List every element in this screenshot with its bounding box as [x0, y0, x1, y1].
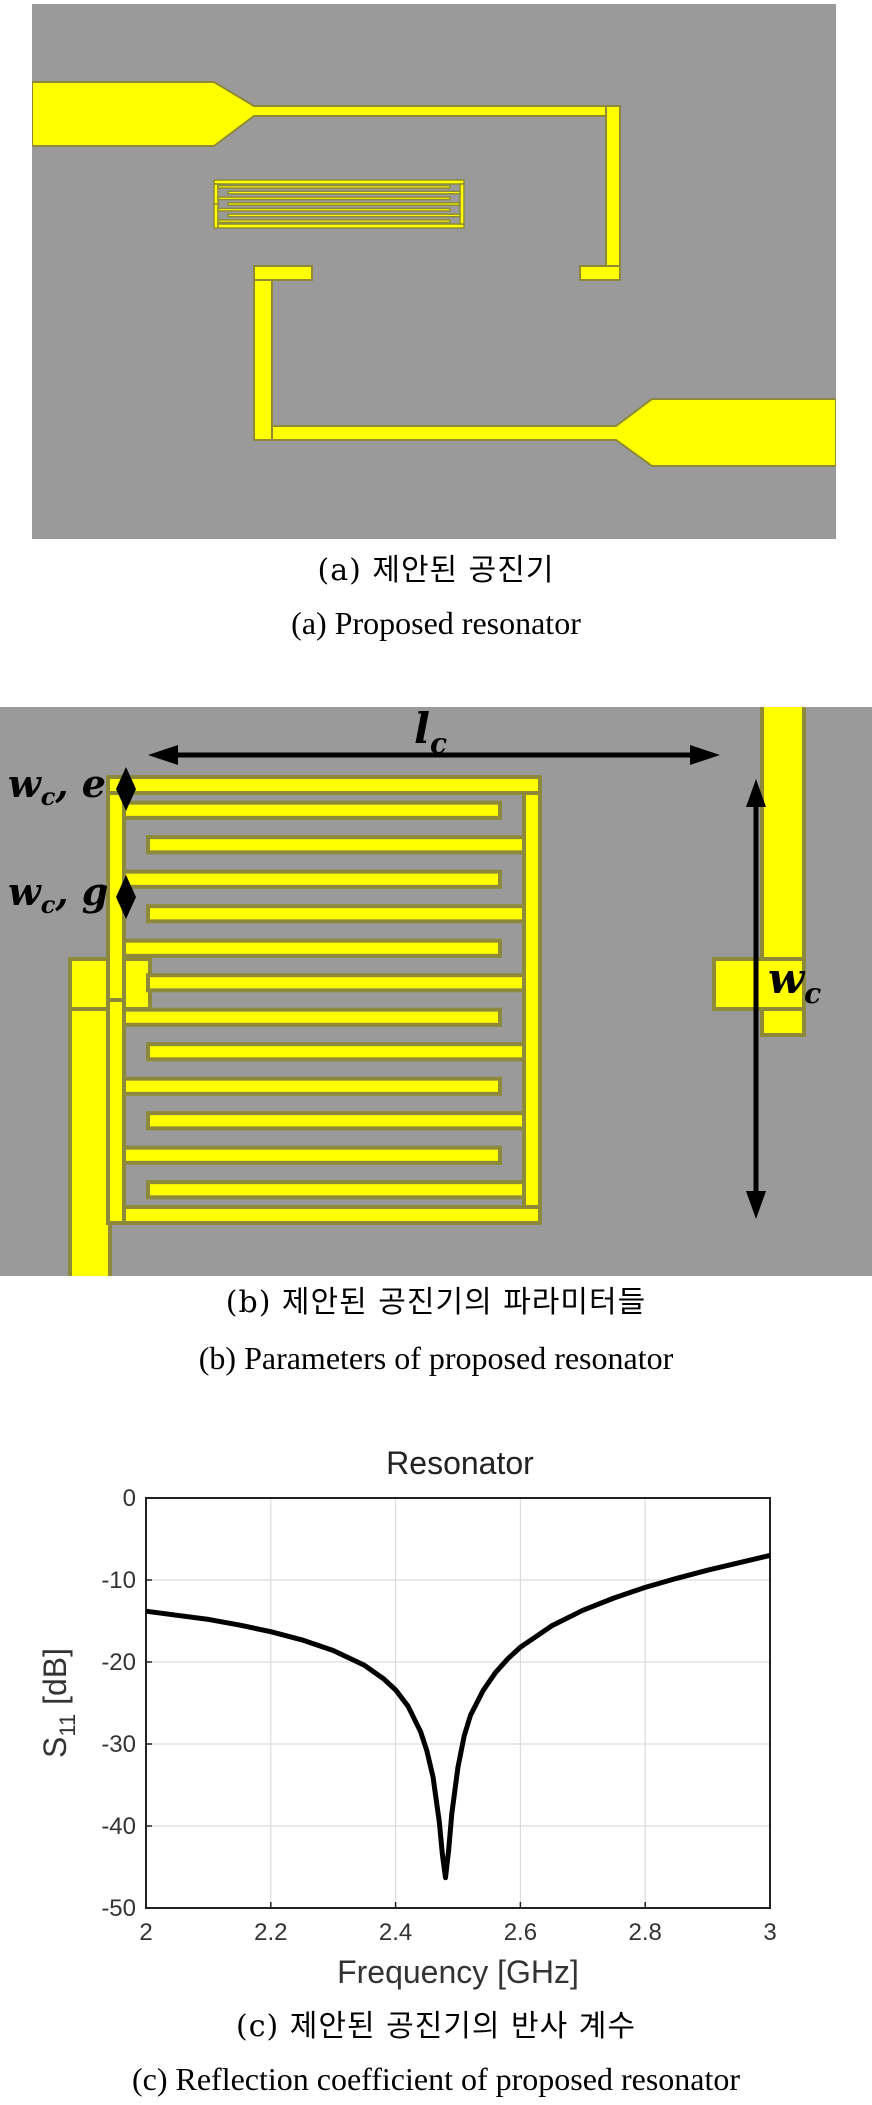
label-lc: lc: [414, 707, 447, 760]
panel-c-chart: Resonator 2 2.2 2.4 2.6 2.8 3 0 -10 -20 -30 -40 -50…: [0, 1440, 872, 2000]
comb-bottom-bar: [213, 223, 465, 229]
comb-bottom-bar: [106, 1205, 542, 1225]
x-tick-label: 2.2: [254, 1919, 287, 1946]
comb-finger: [227, 190, 461, 195]
comb-finger: [122, 1007, 502, 1027]
chart-grid: [145, 1497, 771, 1909]
y-tick-label: -20: [101, 1649, 136, 1676]
comb-finger: [217, 184, 451, 189]
comb-left-spine-lower: [213, 203, 219, 229]
marker-wg: wc, g: [8, 869, 136, 919]
resonator-layout-figure: [31, 4, 837, 539]
comb-finger: [217, 219, 451, 224]
dimension-wc: wc: [746, 779, 821, 1219]
comb-left-spine-lower: [106, 998, 126, 1225]
x-tick-label: 2.8: [629, 1919, 662, 1946]
caption-c-english: (c) Reflection coefficient of proposed r…: [131, 2061, 741, 2097]
comb-finger: [227, 201, 461, 207]
y-axis-label: S11 [dB]: [37, 1648, 80, 1758]
plot-area: [145, 1497, 771, 1909]
comb-finger: [122, 1076, 502, 1096]
caption-b-korean: (b) 제안된 공진기의 파라미터들: [225, 1285, 647, 1320]
caption-a-korean: (a) 제안된 공진기: [317, 553, 555, 588]
bottom-connector-vertical: [253, 265, 273, 441]
marker-we: wc, e: [8, 761, 136, 811]
caption-c-korean: (c) 제안된 공진기의 반사 계수: [236, 2009, 636, 2044]
top-connector-stub: [579, 265, 621, 281]
comb-finger: [146, 1111, 526, 1131]
panel-a-layout: [31, 4, 837, 539]
right-feed-stub: [712, 957, 806, 1011]
label-wc-g: wc, g: [8, 869, 108, 919]
resonator-parameters-figure: lc wc wc, e wc, g: [0, 701, 872, 1291]
caption-b-english: (b) Parameters of proposed resonator: [198, 1340, 674, 1376]
x-tick-label: 3: [763, 1919, 776, 1946]
label-wc: wc: [768, 954, 821, 1010]
comb-finger: [122, 869, 502, 889]
dimension-lc: lc: [148, 704, 720, 765]
y-tick-label: -10: [101, 1567, 136, 1594]
s11-chart: Resonator 2 2.2 2.4 2.6 2.8 3 0 -10 -20 -30 -40 -50…: [37, 1445, 777, 1990]
comb-finger: [146, 904, 526, 924]
chart-title: Resonator: [386, 1445, 534, 1481]
interdigital-capacitor-small: [213, 179, 465, 229]
y-tick-label: 0: [123, 1485, 136, 1512]
x-tick-label: 2: [139, 1919, 152, 1946]
comb-finger: [227, 213, 461, 218]
comb-finger: [217, 207, 451, 212]
label-wc-e: wc, e: [8, 761, 106, 811]
comb-right-spine: [522, 791, 542, 1209]
top-connector-vertical: [605, 105, 621, 281]
chart-ticks: 2 2.2 2.4 2.6 2.8 3 0 -10 -20 -30 -40 -50: [101, 1485, 776, 1946]
comb-finger: [146, 1042, 526, 1062]
comb-finger: [122, 938, 502, 958]
comb-finger: [217, 196, 451, 201]
x-axis-label: Frequency [GHz]: [337, 1954, 579, 1990]
comb-top-bar: [106, 775, 542, 795]
y-tick-label: -30: [101, 1731, 136, 1758]
comb-top-bar: [213, 179, 465, 185]
y-tick-label: -40: [101, 1813, 136, 1840]
comb-finger: [146, 973, 526, 993]
panel-b-parameters: lc wc wc, e wc, g: [0, 701, 872, 1291]
caption-a-english: (a) Proposed resonator: [291, 605, 581, 641]
comb-finger: [122, 800, 502, 820]
comb-finger: [122, 1145, 502, 1165]
y-tick-label: -50: [101, 1895, 136, 1922]
bottom-connector-stub: [253, 265, 313, 281]
comb-finger: [146, 1180, 526, 1200]
s11-curve: [145, 1552, 771, 1881]
x-tick-label: 2.6: [504, 1919, 537, 1946]
x-tick-label: 2.4: [379, 1919, 412, 1946]
comb-finger: [146, 835, 526, 855]
